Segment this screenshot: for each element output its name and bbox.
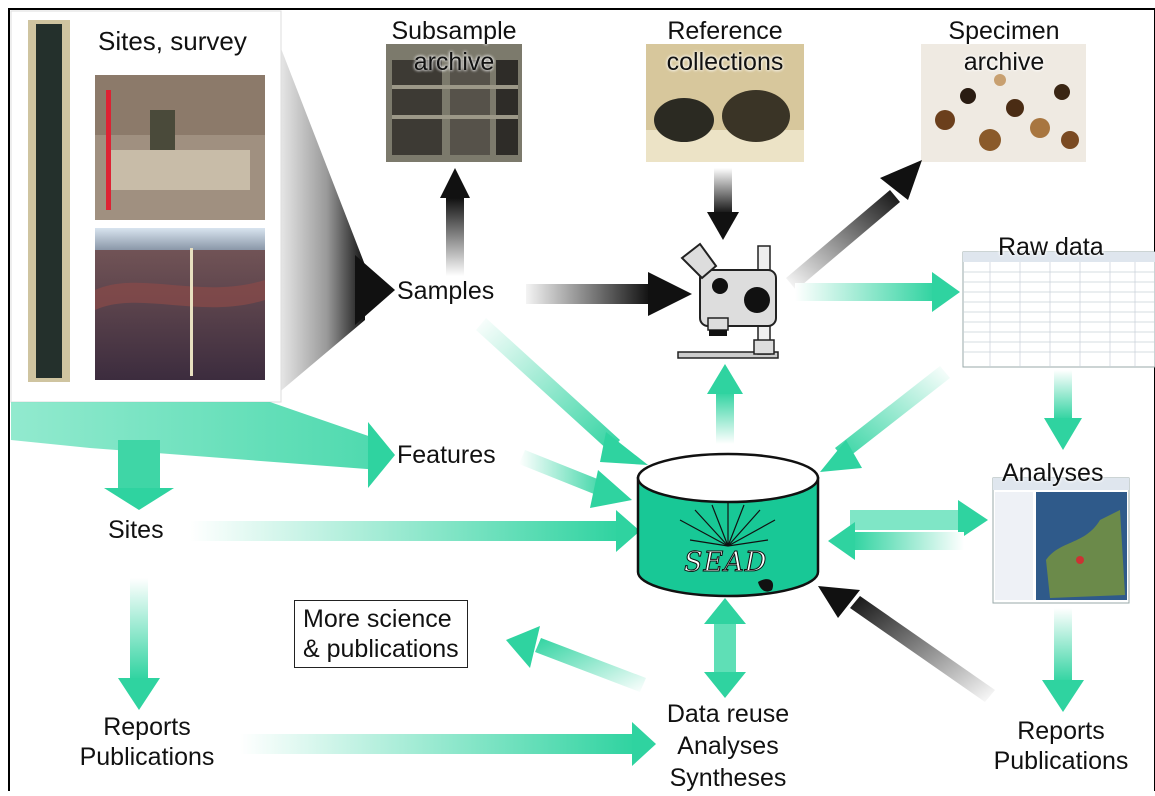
features-label: Features	[397, 441, 496, 469]
reports-publications-left: Reports Publications	[52, 712, 242, 772]
analyses-title: Analyses	[1002, 459, 1104, 487]
data-reuse-label: Data reuse Analyses Syntheses	[640, 698, 816, 794]
data-reuse-line3: Syntheses	[669, 764, 787, 792]
raw-data-spreadsheet	[962, 251, 1155, 368]
specimen-title-line1: Specimen	[948, 17, 1060, 45]
more-science-line1: More science	[303, 605, 452, 633]
reference-collections-photo	[646, 44, 804, 162]
specimen-archive-title: Specimen archive	[920, 16, 1088, 78]
more-science-box: More science & publications	[294, 600, 468, 668]
sead-database-icon	[636, 452, 820, 598]
subsample-title-line2: archive	[413, 48, 495, 76]
subsample-archive-photo	[386, 44, 522, 162]
dark-arrows	[440, 160, 995, 702]
green-arrows	[11, 272, 1084, 766]
arrow-sites-to-reports	[130, 578, 148, 680]
arrow-rawdata-to-analyses	[1054, 370, 1072, 420]
arrow-rawdata-to-database	[835, 366, 950, 460]
reports-right-line1: Reports	[1017, 717, 1105, 745]
more-science-line2: & publications	[303, 635, 459, 663]
subsample-archive-title: Subsample archive	[376, 16, 532, 78]
arrow-datareuse-to-morescience	[535, 638, 646, 692]
band-to-features	[11, 402, 380, 470]
samples-arrow-head	[355, 255, 395, 325]
sead-logo-text: SEAD	[683, 547, 768, 578]
arrow-database-to-microscope	[716, 392, 734, 444]
arrow-samples-to-database	[476, 318, 620, 452]
arrow-reports-to-database	[850, 596, 995, 702]
reports-left-line2: Publications	[79, 743, 215, 771]
arrow-samples-to-subsample	[446, 198, 464, 276]
arrow-reference-to-microscope	[714, 168, 732, 214]
arrow-microscope-to-rawdata	[795, 283, 935, 301]
data-reuse-line2: Analyses	[677, 732, 779, 760]
arrow-features-to-database	[519, 450, 610, 498]
arrow-to-sites	[104, 488, 174, 510]
reports-publications-right: Reports Publications	[966, 716, 1155, 776]
outer-frame	[8, 8, 1155, 796]
sites-survey-collage	[10, 10, 282, 403]
arrow-microscope-to-specimen	[786, 190, 900, 290]
arrow-database-analyses	[850, 510, 962, 530]
microscope-icon	[677, 242, 779, 359]
reports-right-line2: Publications	[993, 747, 1129, 775]
reference-collections-title: Reference collections	[640, 16, 810, 78]
arrow-analyses-to-reports	[1054, 608, 1072, 683]
sites-survey-title: Sites, survey	[98, 26, 247, 56]
collage-funnel	[270, 20, 365, 400]
data-reuse-line1: Data reuse	[666, 700, 790, 728]
specimen-archive-photo	[921, 44, 1086, 162]
samples-label: Samples	[397, 277, 495, 305]
reference-title-line1: Reference	[667, 17, 783, 45]
specimen-title-line2: archive	[963, 48, 1045, 76]
reference-title-line2: collections	[666, 48, 784, 76]
arrow-samples-to-microscope	[526, 284, 650, 304]
arrow-sites-to-database	[190, 521, 620, 541]
analyses-map-screenshot	[992, 477, 1130, 604]
raw-data-title: Raw data	[998, 233, 1104, 261]
arrow-reports-to-datareuse	[240, 734, 635, 754]
sites-label: Sites	[108, 516, 164, 544]
subsample-title-line1: Subsample	[391, 17, 517, 45]
arrow-database-datareuse	[714, 618, 736, 680]
reports-left-line1: Reports	[103, 713, 191, 741]
